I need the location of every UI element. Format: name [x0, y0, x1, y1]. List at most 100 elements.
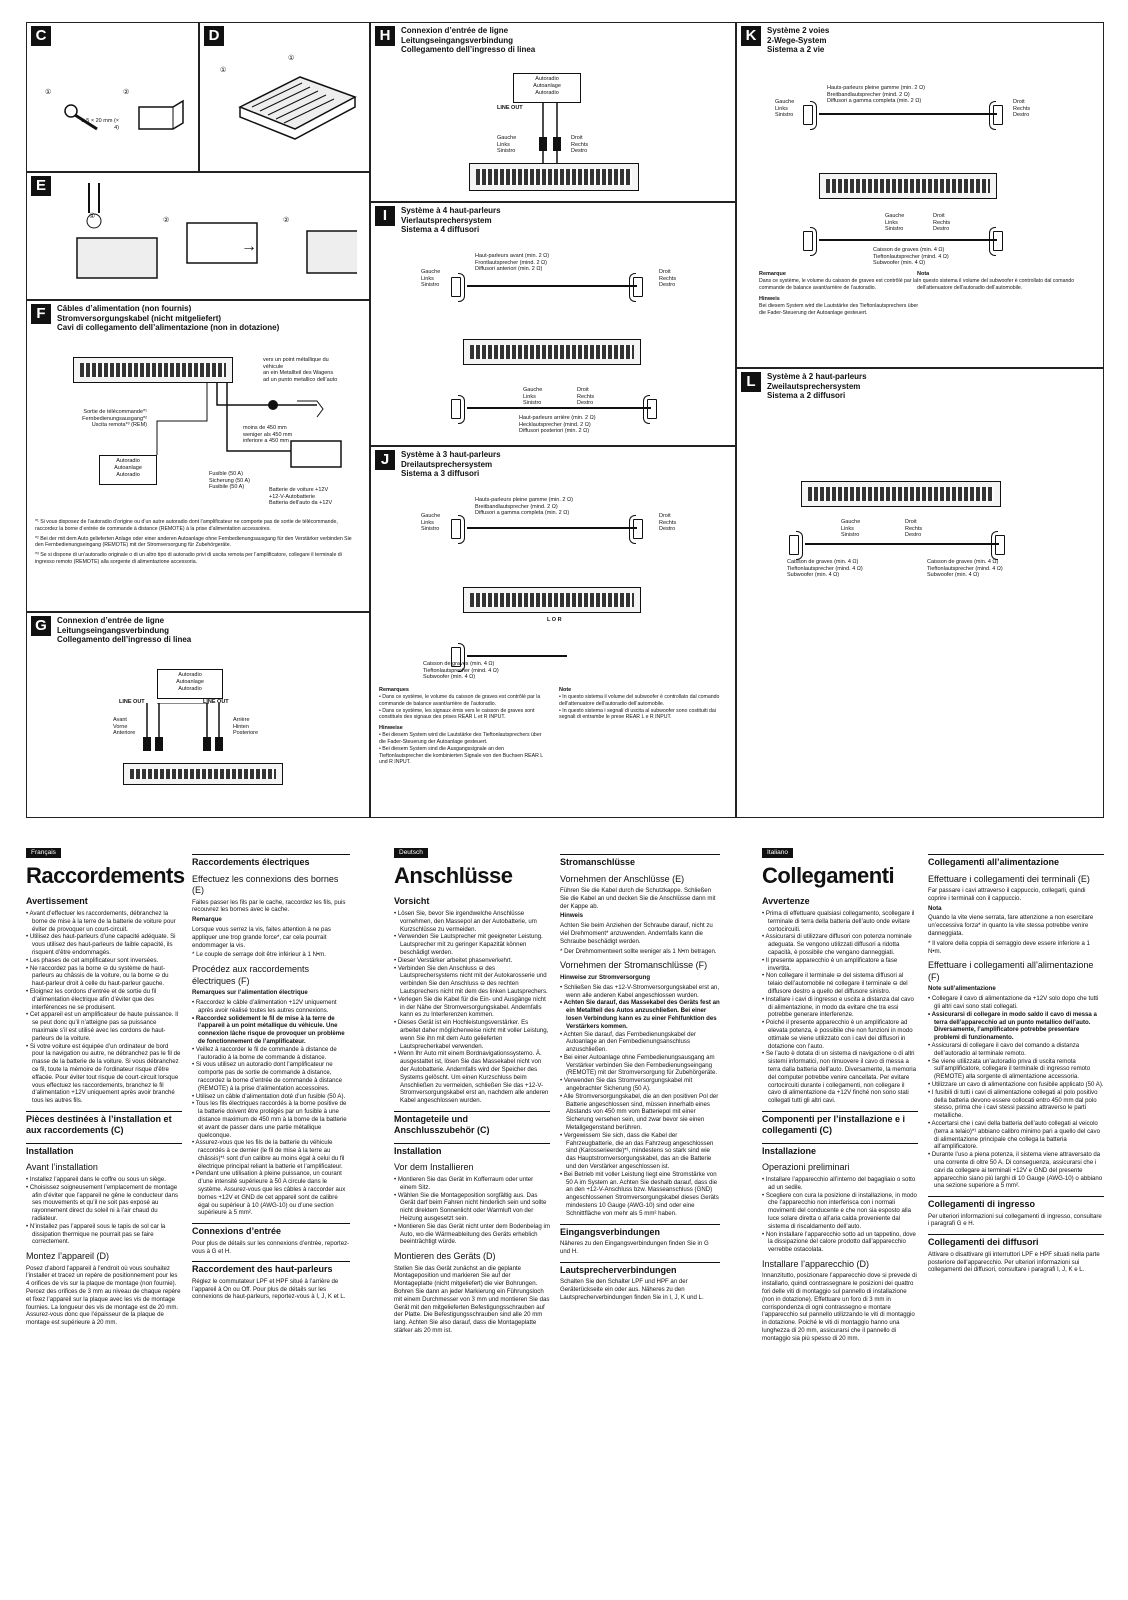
front-label: Avant Vorne Anteriore [113, 717, 136, 737]
paragraph: Réglez le commutateur LPF et HPF situé à… [192, 1277, 346, 1301]
paragraph: Schalten Sie den Schalter LPF und HPF an… [560, 1278, 704, 1301]
left-label: Gauche Links Sinistro [421, 269, 441, 289]
heading: Eingangsverbindungen [560, 1223, 720, 1239]
panel-f: F Câbles d’alimentation (non fournis)Str… [26, 300, 370, 612]
speaker-wire [467, 407, 651, 409]
subheading: Installare l’apparecchio (D) [762, 1258, 870, 1269]
left-label: Gauche Links Sinistro [523, 387, 543, 407]
lor-label: L O R [547, 617, 562, 623]
paragraph: Stellen Sie das Gerät zunächst an die ge… [394, 1264, 550, 1335]
rear-label: Arrière Hinten Posteriore [233, 717, 259, 737]
amplifier [801, 481, 1001, 507]
heading: Installation [26, 1142, 182, 1158]
front-speakers-label: Haut-parleurs avant (min. 2 Ω) Frontlaut… [475, 253, 550, 273]
footnote: * Le couple de serrage doit être inférie… [192, 951, 326, 959]
paragraph: Far passare i cavi attraverso il cappucc… [928, 887, 1086, 902]
heading: Installation [394, 1142, 550, 1158]
arrow-icon: → [241, 238, 257, 255]
panel-badge: J [375, 450, 395, 470]
bullet-list: Montieren Sie das Gerät im Kofferraum od… [394, 1176, 550, 1246]
screw-icon [64, 104, 98, 131]
part-number: ② [163, 217, 170, 224]
line-out-label: LINE OUT [497, 105, 523, 111]
left-label: Gauche Links Sinistro [841, 519, 861, 539]
panel-badge: K [741, 26, 761, 46]
heading: Collegamenti all’alimentazione [928, 854, 1104, 869]
footnote: * Il valore della coppia di serraggio de… [928, 939, 1090, 955]
panel-e: E ① ② ② → [26, 172, 370, 300]
screw-size: ø 5 × 20 mm (× 4) [81, 118, 121, 131]
paragraph: Lorsque vous serrez la vis, faites atten… [192, 925, 331, 949]
amplifier [463, 587, 641, 613]
right-label: Droit Rechts Destro [659, 269, 677, 289]
heading: Componenti per l’installazione e i colle… [762, 1110, 918, 1137]
subheading: Vornehmen der Anschlüsse (E) [560, 873, 685, 884]
full-range-label: Hauts-parleurs pleine gamme (min. 2 Ω) B… [475, 497, 573, 517]
panel-badge: I [375, 206, 395, 226]
right-label: Droit Rechts Destro [933, 213, 951, 233]
part-number: ① [288, 55, 295, 62]
heading: Connexions d’entrée [192, 1223, 350, 1238]
car-audio-box: Autoradio Autoanlage Autoradio [513, 73, 581, 103]
power-wiring [156, 383, 342, 468]
heading: Installazione [762, 1142, 918, 1158]
heading: Montageteile und Anschlusszubehör (C) [394, 1110, 550, 1137]
paragraph: Innanzitutto, posizionare l’apparecchio … [762, 1272, 917, 1342]
amplifier [73, 357, 233, 383]
line-out-label: LINE OUT [119, 699, 145, 705]
bullet-list: Lösen Sie, bevor Sie irgendwelche Anschl… [394, 910, 550, 1105]
paragraph: Posez d’abord l’appareil à l’endroit où … [26, 1264, 181, 1327]
heading: Collegamenti di ingresso [928, 1196, 1104, 1211]
right-label: Droit Rechts Destro [571, 135, 589, 155]
bullet-list: Installez l’appareil dans le coffre ou s… [26, 1176, 182, 1246]
amplifier [819, 173, 997, 199]
terminal-connection-illustration [76, 183, 357, 279]
heading: Pièces destinées à l’installation et aux… [26, 1110, 182, 1137]
part-number: ① [89, 213, 96, 220]
speaker-icon [633, 519, 643, 539]
amplifier-mount-illustration [238, 76, 357, 140]
bullet-list: Prima di effettuare qualsiasi collegamen… [762, 910, 918, 1105]
heading: Raccordement des haut-parleurs [192, 1261, 350, 1276]
language-tab: Français [26, 848, 61, 859]
paragraph: Pour plus de détails sur les connexions … [192, 1239, 350, 1255]
full-range-label: Hauts-parleurs pleine gamme (min. 2 Ω) B… [827, 85, 925, 105]
part-number: ② [283, 217, 290, 224]
panel-badge: H [375, 26, 395, 46]
speaker-icon [993, 105, 1003, 125]
part-number: ② [123, 89, 130, 96]
panel-d: D ① ① [199, 22, 370, 172]
amplifier [123, 763, 283, 785]
metal-point-label: vers un point métallique du véhicule an … [263, 357, 338, 383]
distance-label: moins de 450 mm weniger als 450 mm infer… [243, 425, 293, 445]
subwoofer-label: Caisson de graves (min. 4 Ω) Tieftonlaut… [873, 247, 949, 267]
remote-output-label: Sortie de télécommande*¹ Fernbedienungsa… [82, 409, 147, 429]
de-column-2: Stromanschlüsse Vornehmen der Anschlüsse… [560, 848, 720, 1304]
part-number: ① [45, 89, 52, 96]
paragraph: Faites passer les fils par le cache, rac… [192, 898, 346, 914]
paragraph: Achten Sie beim Anziehen der Schraube da… [560, 922, 713, 945]
bullet-list: Avant d’effectuer les raccordements, déb… [26, 910, 182, 1105]
section-title: Raccordements [26, 863, 185, 889]
section-title: Collegamenti [762, 863, 895, 889]
paragraph: Attivare o disattivare gli interruttori … [928, 1250, 1100, 1274]
panel-c: C ① ② ø 5 × 20 mm (× 4) [26, 22, 199, 172]
speaker-wire [819, 113, 997, 115]
car-audio-box: Autoradio Autoanlage Autoradio [157, 669, 223, 699]
amplifier [469, 163, 639, 191]
it-column-1: Italiano Collegamenti Avvertenze Prima d… [762, 848, 918, 1345]
subheading: Vor dem Installieren [394, 1162, 474, 1173]
right-label: Droit Rechts Destro [905, 519, 923, 539]
left-label: Gauche Links Sinistro [497, 135, 517, 155]
subwoofer-label: Caisson de graves (min. 4 Ω) Tieftonlaut… [423, 661, 499, 681]
section-title: Anschlüsse [394, 863, 513, 889]
bullet-list: Collegare il cavo di alimentazione da +1… [928, 995, 1104, 1190]
heading: Vorsicht [394, 896, 430, 907]
de-column-1: Deutsch Anschlüsse Vorsicht Lösen Sie, b… [394, 848, 550, 1337]
subwoofer-label: Caisson de graves (min. 4 Ω) Tieftonlaut… [787, 559, 863, 579]
